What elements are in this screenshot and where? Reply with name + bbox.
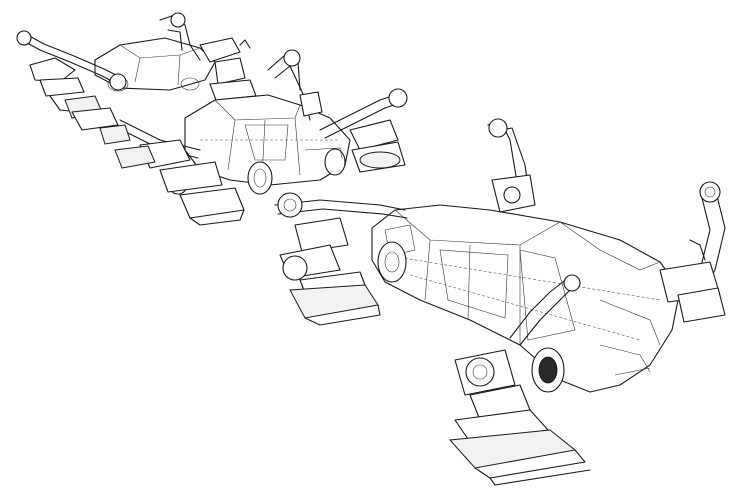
robot-arm-middle-top [267, 49, 323, 121]
robot-arm-middle-left [99, 119, 245, 226]
car-body-far [94, 37, 216, 92]
robot-arm-middle-right [319, 88, 408, 173]
car-body-front [371, 204, 681, 393]
wheel-front-left [377, 241, 407, 283]
robot-arm-far-left [16, 30, 127, 131]
robot-arm-front-top-center [487, 118, 536, 213]
robot-arm-front-right [659, 181, 726, 323]
robot-arm-front-left [274, 192, 408, 326]
robot-arm-front-center-bottom [448, 274, 591, 486]
robot-arm-far-top [159, 12, 257, 101]
